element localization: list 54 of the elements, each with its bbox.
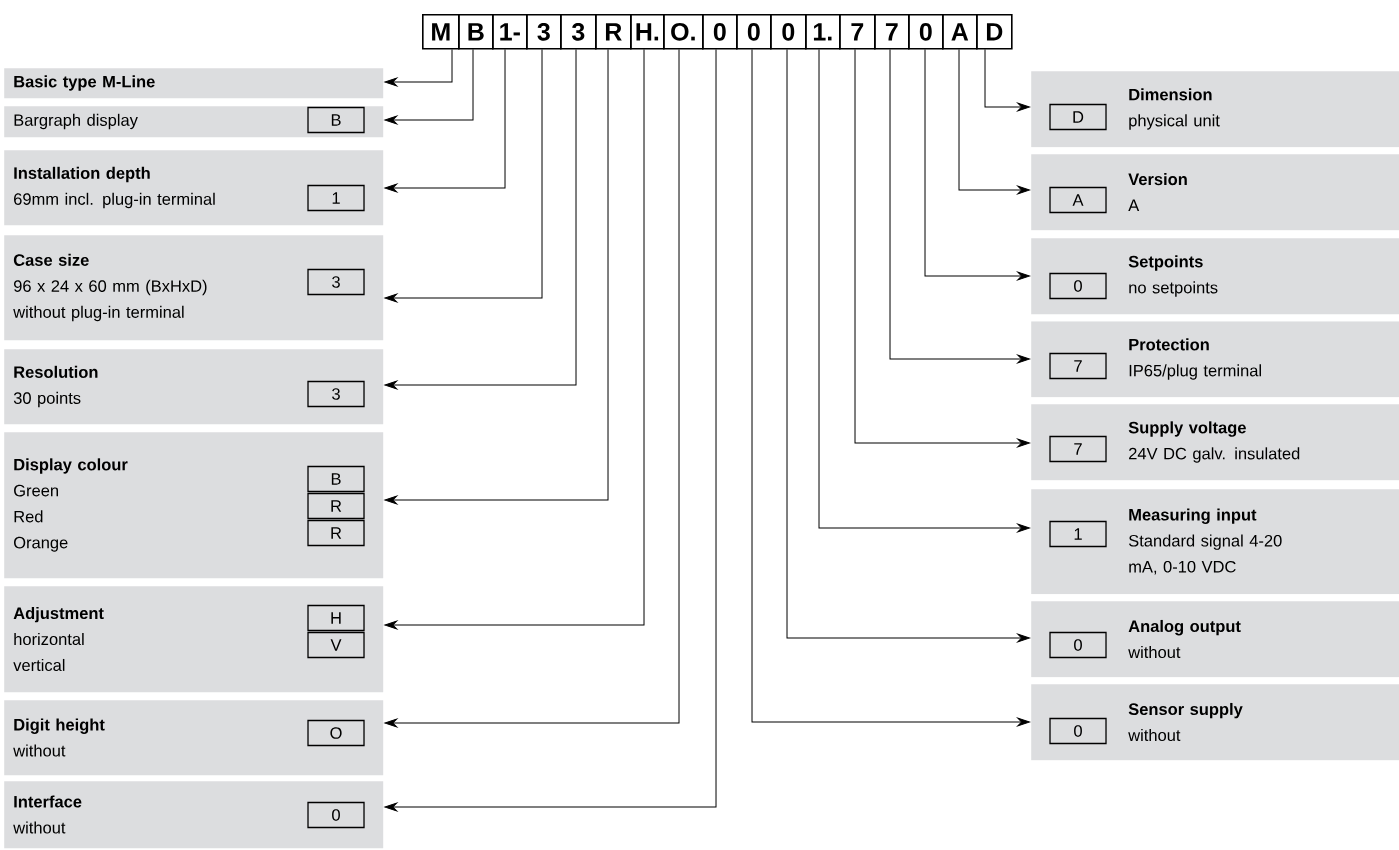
code-option-box: V <box>307 631 365 659</box>
code-character-box: D <box>976 14 1013 50</box>
code-character-box: 3 <box>560 14 597 50</box>
code-character-box: B <box>458 14 494 50</box>
code-option-box: R <box>307 519 365 547</box>
code-character-box: A <box>942 14 978 50</box>
code-option-box: 0 <box>1049 631 1107 659</box>
code-option-box: 0 <box>307 801 365 829</box>
arrow <box>818 49 1030 533</box>
arrow <box>384 49 506 193</box>
code-character-box: 0 <box>908 14 944 50</box>
arrow <box>384 49 645 630</box>
arrow <box>984 49 1030 112</box>
code-option-box: B <box>307 465 365 493</box>
code-option-box: 1 <box>307 184 365 212</box>
code-character-box: 0 <box>702 14 738 50</box>
arrow <box>384 49 474 125</box>
code-character-box: R <box>595 14 632 50</box>
arrow <box>889 49 1030 364</box>
code-character-box: 0 <box>770 14 807 50</box>
code-character-box: 3 <box>526 14 562 50</box>
code-option-box: 0 <box>1049 717 1107 745</box>
code-option-box: B <box>307 106 365 134</box>
arrow <box>751 49 1030 727</box>
code-character-box: 7 <box>874 14 910 50</box>
arrow <box>384 49 543 303</box>
code-option-box: H <box>307 604 365 632</box>
arrow <box>854 49 1030 448</box>
arrow <box>384 49 609 505</box>
code-option-box: 1 <box>1049 520 1107 548</box>
code-character-box: 1- <box>492 14 528 50</box>
arrow <box>924 49 1030 281</box>
code-character-box: M <box>422 14 460 50</box>
code-option-box: O <box>307 719 365 747</box>
arrow <box>384 49 577 390</box>
code-option-box: R <box>307 492 365 520</box>
arrow <box>384 49 453 87</box>
code-character-box: 1. <box>805 14 841 50</box>
arrow <box>384 49 717 812</box>
code-option-box: 7 <box>1049 435 1107 463</box>
code-character-box: 7 <box>839 14 876 50</box>
option-panel: Basic type M-Line <box>4 68 384 99</box>
code-option-box: D <box>1049 103 1107 131</box>
code-character-box: 0 <box>736 14 772 50</box>
code-option-box: 0 <box>1049 272 1107 300</box>
code-option-box: 3 <box>307 380 365 408</box>
code-character-box: O. <box>663 14 704 50</box>
arrow <box>786 49 1030 643</box>
code-option-box: 3 <box>307 268 365 296</box>
code-option-box: 7 <box>1049 352 1107 380</box>
code-option-box: A <box>1049 186 1107 214</box>
arrow <box>384 49 680 728</box>
arrow <box>958 49 1030 195</box>
code-character-box: H. <box>630 14 665 50</box>
